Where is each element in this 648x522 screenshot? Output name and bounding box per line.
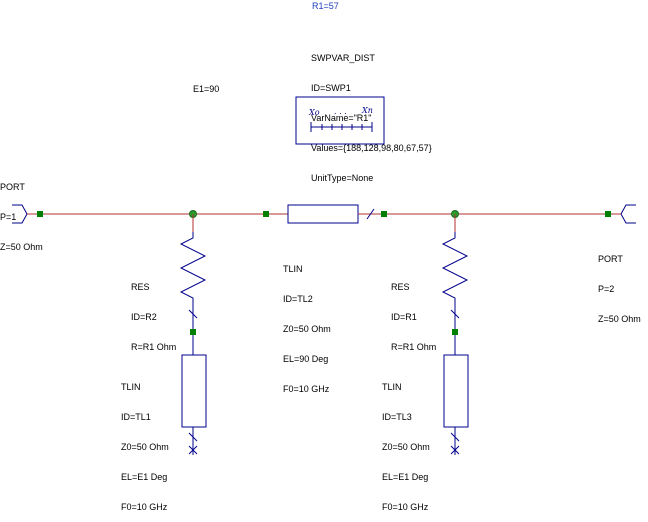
tl3-params: TLIN ID=TL3 Z0=50 Ohm EL=E1 Deg F0=10 GH… (382, 362, 430, 522)
var-e1-label: E1=90 (193, 84, 220, 94)
tl1-z0: Z0=50 Ohm (121, 442, 169, 452)
tl2-el: EL=90 Deg (283, 354, 329, 364)
tl1-id: ID=TL1 (121, 412, 151, 422)
schematic-canvas: Xo . . . Xn (12, 96, 636, 455)
swpvar-type: SWPVAR_DIST (311, 53, 375, 63)
swpvar-varname: VarName="R1" (311, 113, 372, 123)
res-r1-r: R=R1 Ohm (391, 342, 437, 352)
res-r2-r: R=R1 Ohm (131, 342, 177, 352)
res-r1-params: RES ID=R1 R=R1 Ohm (391, 262, 436, 362)
tl2-symbol[interactable] (263, 204, 387, 224)
port-2-p: P=2 (598, 284, 615, 294)
swpvar-id: ID=SWP1 (311, 83, 351, 93)
var-r1-label: R1=57 (312, 1, 339, 11)
swpvar-unittype: UnitType=None (311, 173, 374, 183)
swpvar-icon-xo: Xo (308, 108, 320, 117)
tl3-type: TLIN (382, 382, 402, 392)
port-1-type: PORT (0, 182, 25, 192)
res-r1-type: RES (391, 282, 410, 292)
port-1-p: P=1 (0, 212, 17, 222)
tl3-f0: F0=10 GHz (382, 502, 429, 512)
tl3-z0: Z0=50 Ohm (382, 442, 430, 452)
port-2-z: Z=50 Ohm (598, 314, 641, 324)
swpvar-icon-dots: . . . (334, 107, 347, 116)
tl3-id: ID=TL3 (382, 412, 412, 422)
tl1-params: TLIN ID=TL1 Z0=50 Ohm EL=E1 Deg F0=10 GH… (121, 362, 169, 522)
port-1-params: PORT P=1 Z=50 Ohm (0, 162, 43, 262)
res-r2-symbol[interactable] (179, 214, 207, 335)
tl1-el: EL=E1 Deg (121, 472, 168, 482)
swpvar-block-icon[interactable]: Xo . . . Xn (295, 96, 385, 145)
res-r1-symbol[interactable] (441, 214, 469, 335)
port-2-symbol[interactable] (605, 204, 636, 224)
tl1-symbol[interactable] (181, 335, 207, 455)
tl2-params: TLIN ID=TL2 Z0=50 Ohm EL=90 Deg F0=10 GH… (283, 244, 331, 404)
swpvar-values: Values={188,128,98,80,67,57} (311, 143, 432, 153)
res-r2-params: RES ID=R2 R=R1 Ohm (131, 262, 176, 362)
tl3-symbol[interactable] (443, 335, 469, 455)
port-2-type: PORT (598, 254, 623, 264)
swpvar-params: SWPVAR_DIST ID=SWP1 VarName="R1" Values=… (311, 33, 432, 193)
res-r2-id: ID=R2 (131, 312, 157, 322)
res-r2-type: RES (131, 282, 150, 292)
swpvar-icon-xn: Xn (361, 106, 373, 115)
tl1-f0: F0=10 GHz (121, 502, 168, 512)
tl3-el: EL=E1 Deg (382, 472, 429, 482)
tl2-type: TLIN (283, 264, 303, 274)
tl2-z0: Z0=50 Ohm (283, 324, 331, 334)
port-1-symbol[interactable] (12, 204, 43, 224)
tl2-f0: F0=10 GHz (283, 384, 330, 394)
port-1-z: Z=50 Ohm (0, 242, 43, 252)
port-2-params: PORT P=2 Z=50 Ohm (598, 234, 641, 334)
tl2-id: ID=TL2 (283, 294, 313, 304)
res-r1-id: ID=R1 (391, 312, 417, 322)
tl1-type: TLIN (121, 382, 141, 392)
